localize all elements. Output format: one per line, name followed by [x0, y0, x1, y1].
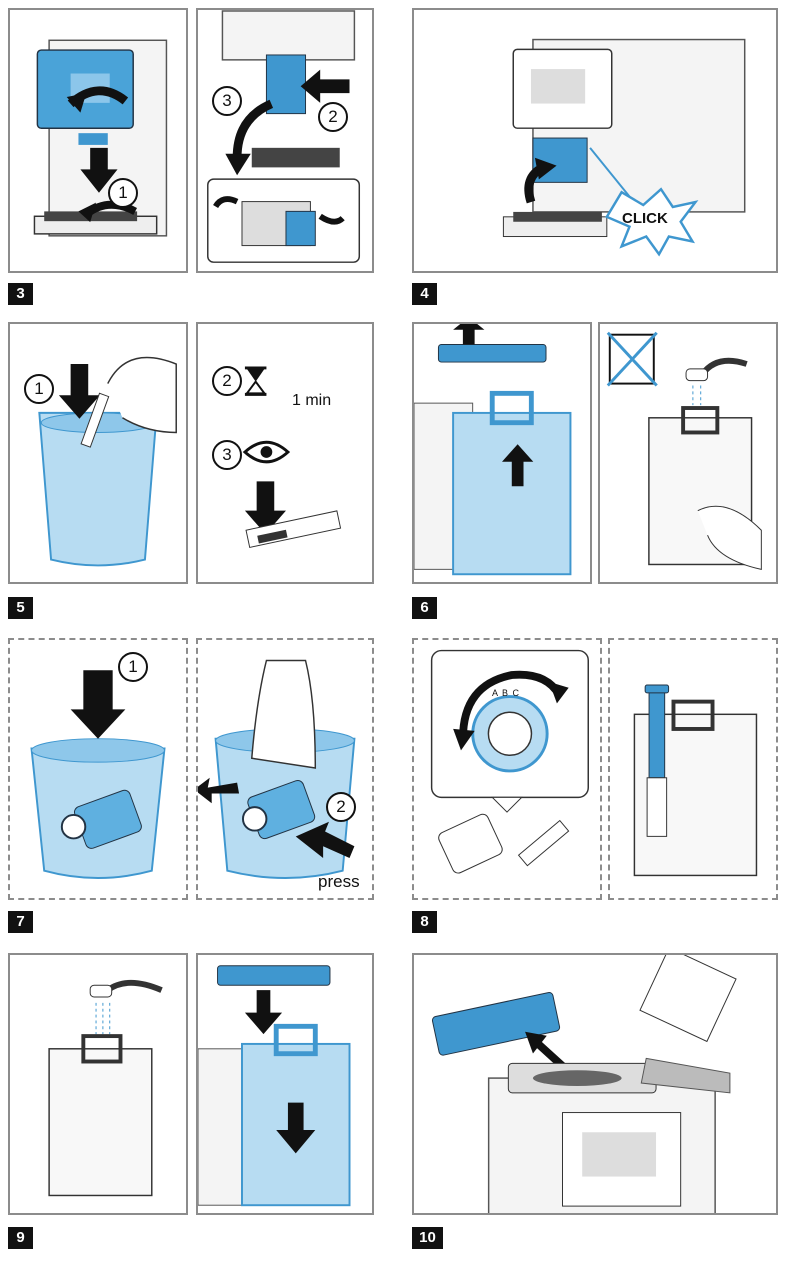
panel-step8-insert-filter [608, 638, 778, 900]
callout-number-3: 3 [212, 440, 242, 470]
panel-step6-rinse-tank [598, 322, 778, 584]
panel-step4-insert-brew-unit: CLICK [412, 8, 778, 273]
brew-unit-click-illustration [414, 10, 776, 271]
callout-number-1: 1 [118, 652, 148, 682]
panel-step6-remove-water-tank [412, 322, 592, 584]
panel-step7-soak-filter: 1 [8, 638, 188, 900]
panel-step7-press-filter: 2 press [196, 638, 374, 900]
panel-step3-open-brew-unit: 3 2 [196, 8, 374, 273]
step-number-9: 9 [8, 1227, 33, 1249]
callout-number-3: 3 [212, 86, 242, 116]
panel-step9-reinsert-tank [196, 953, 374, 1215]
step-number-10: 10 [412, 1227, 443, 1249]
panel-step5-wait-read: 2 1 min 3 [196, 322, 374, 584]
filter-in-tank-illustration [610, 640, 776, 898]
panel-step3-remove-drip-tray: 1 [8, 8, 188, 273]
press-label: press [318, 872, 360, 892]
coffee-machine-drip-tray-illustration [10, 10, 186, 271]
callout-number-2: 2 [212, 366, 242, 396]
step-number-6: 6 [412, 597, 437, 619]
filter-pressing-illustration [198, 640, 372, 898]
one-minute-label: 1 min [292, 392, 331, 410]
step-number-4: 4 [412, 283, 437, 305]
panel-step10-fill-beans [412, 953, 778, 1215]
step-number-5: 5 [8, 597, 33, 619]
callout-number-2: 2 [326, 792, 356, 822]
water-tank-removal-illustration [414, 324, 590, 582]
step-number-7: 7 [8, 911, 33, 933]
callout-number-1: 1 [24, 374, 54, 404]
panel-step5-test-strip: 1 [8, 322, 188, 584]
dial-letters-label: A B C [492, 688, 520, 698]
tank-rinse-no-dishwasher-illustration [600, 324, 776, 582]
step-number-3: 3 [8, 283, 33, 305]
step-number-8: 8 [412, 911, 437, 933]
tank-filling-illustration [10, 955, 186, 1213]
panel-step8-set-filter-dial: A B C [412, 638, 602, 900]
filter-soaking-illustration [10, 640, 186, 898]
click-label: CLICK [622, 210, 668, 227]
bean-container-filling-illustration [414, 955, 776, 1213]
callout-number-2: 2 [318, 102, 348, 132]
callout-number-1: 1 [108, 178, 138, 208]
filter-dial-setting-illustration [414, 640, 600, 898]
brew-unit-removal-illustration [198, 10, 372, 271]
tank-reinsert-illustration [198, 955, 372, 1213]
water-glass-test-strip-illustration [10, 324, 186, 582]
panel-step9-fill-tank [8, 953, 188, 1215]
